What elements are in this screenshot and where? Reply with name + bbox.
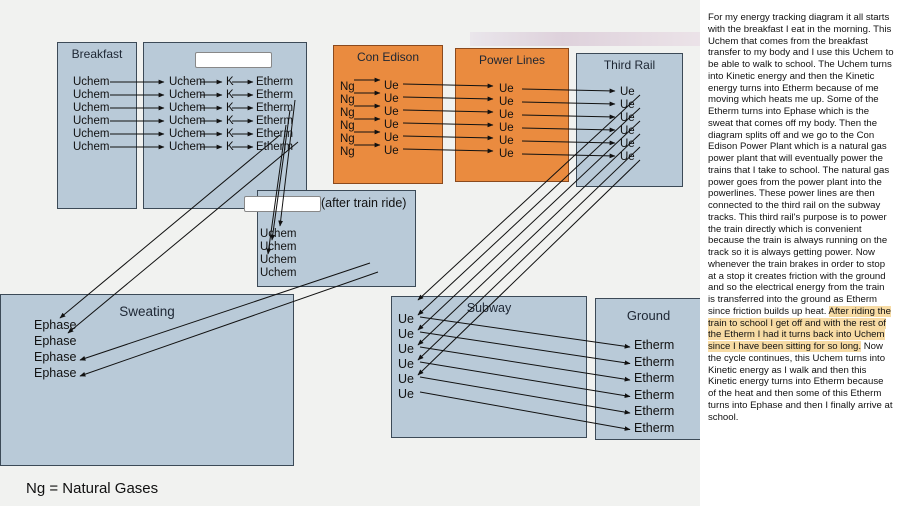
walk-uchem: Uchem xyxy=(169,76,206,88)
con-edison-ue: Ue xyxy=(384,106,399,118)
con-edison-ue: Ue xyxy=(384,145,399,157)
breakfast-item: Uchem xyxy=(73,141,110,153)
subway-title: Subway xyxy=(466,301,512,315)
con-edison-ue: Ue xyxy=(384,80,399,92)
narrative-before: For my energy tracking diagram it all st… xyxy=(708,12,894,317)
breakfast-item: Uchem xyxy=(73,128,110,140)
power-lines-ue: Ue xyxy=(499,96,514,108)
after-train-title: (after train ride) xyxy=(321,196,407,210)
ground-etherm: Etherm xyxy=(634,338,675,352)
narrative-after: Now the cycle continues, this Uchem turn… xyxy=(708,341,893,423)
ground-etherm: Etherm xyxy=(634,420,675,435)
power-lines-ue: Ue xyxy=(499,109,514,121)
walk-etherm: Etherm xyxy=(256,115,294,127)
con-edison-ng: Ng xyxy=(340,120,355,132)
breakfast-title: Breakfast xyxy=(71,47,123,61)
subway-ue: Ue xyxy=(398,342,414,356)
power-lines-ue: Ue xyxy=(499,148,514,160)
walk-kinetic: K xyxy=(226,115,234,127)
power-lines-title: Power Lines xyxy=(478,53,546,67)
ground-title: Ground xyxy=(626,308,671,323)
sweating-ephase: Ephase xyxy=(34,334,77,348)
walk-uchem: Uchem xyxy=(169,128,206,140)
after-train-uchem: Uchem xyxy=(260,241,297,253)
breakfast-item: Uchem xyxy=(73,76,110,88)
after-train-uchem: Uchem xyxy=(260,228,297,240)
con-edison-ng: Ng xyxy=(340,146,355,158)
after-train-uchem: Uchem xyxy=(260,254,297,266)
third-rail-ue: Ue xyxy=(620,151,635,163)
walk-etherm: Etherm xyxy=(256,141,294,153)
con-edison-ue: Ue xyxy=(384,132,399,144)
paper-stripe xyxy=(470,32,700,46)
walk-uchem: Uchem xyxy=(169,115,206,127)
walk-kinetic: K xyxy=(226,76,234,88)
redacted-label-1 xyxy=(195,52,272,68)
walk-uchem: Uchem xyxy=(169,89,206,101)
power-lines-ue: Ue xyxy=(499,83,514,95)
sweating-ephase: Ephase xyxy=(34,318,77,332)
legend-ng: Ng = Natural Gases xyxy=(26,480,159,497)
walk-etherm: Etherm xyxy=(256,128,294,140)
subway-ue: Ue xyxy=(398,327,414,341)
walk-kinetic: K xyxy=(226,128,234,140)
ground-etherm: Etherm xyxy=(634,354,675,369)
subway-ue: Ue xyxy=(398,357,414,371)
breakfast-item: Uchem xyxy=(73,102,110,114)
ground-etherm: Etherm xyxy=(634,371,675,385)
walk-uchem: Uchem xyxy=(169,102,206,114)
con-edison-title: Con Edison xyxy=(356,50,420,64)
power-lines-ue: Ue xyxy=(499,135,514,147)
sweating-title: Sweating xyxy=(119,304,175,319)
walk-kinetic: K xyxy=(226,102,234,114)
redacted-label-2 xyxy=(244,196,321,212)
third-rail-ue: Ue xyxy=(620,86,635,98)
third-rail-ue: Ue xyxy=(620,99,635,111)
walk-etherm: Etherm xyxy=(256,102,294,114)
walk-etherm: Etherm xyxy=(256,76,294,88)
subway-ue: Ue xyxy=(398,387,414,401)
con-edison-ng: Ng xyxy=(340,107,355,119)
breakfast-item: Uchem xyxy=(73,115,110,127)
walk-etherm: Etherm xyxy=(256,89,294,101)
after-train-uchem: Uchem xyxy=(260,267,297,279)
subway-ue: Ue xyxy=(398,372,414,386)
sweating-ephase: Ephase xyxy=(34,366,77,380)
power-lines-ue: Ue xyxy=(499,122,514,134)
ground-etherm: Etherm xyxy=(634,387,675,402)
ground-etherm: Etherm xyxy=(634,404,675,418)
third-rail-ue: Ue xyxy=(620,138,635,150)
con-edison-ng: Ng xyxy=(340,133,355,145)
breakfast-item: Uchem xyxy=(73,89,110,101)
con-edison-ue: Ue xyxy=(384,93,399,105)
walk-kinetic: K xyxy=(226,141,234,153)
walk-kinetic: K xyxy=(226,89,234,101)
third-rail-ue: Ue xyxy=(620,125,635,137)
third-rail-ue: Ue xyxy=(620,112,635,124)
sweating-ephase: Ephase xyxy=(34,350,77,364)
third-rail-title: Third Rail xyxy=(603,58,656,72)
con-edison-ng: Ng xyxy=(340,81,355,93)
subway-ue: Ue xyxy=(398,312,414,326)
narrative-text: For my energy tracking diagram it all st… xyxy=(708,12,894,423)
walk-uchem: Uchem xyxy=(169,141,206,153)
con-edison-ng: Ng xyxy=(340,94,355,106)
con-edison-ue: Ue xyxy=(384,119,399,131)
